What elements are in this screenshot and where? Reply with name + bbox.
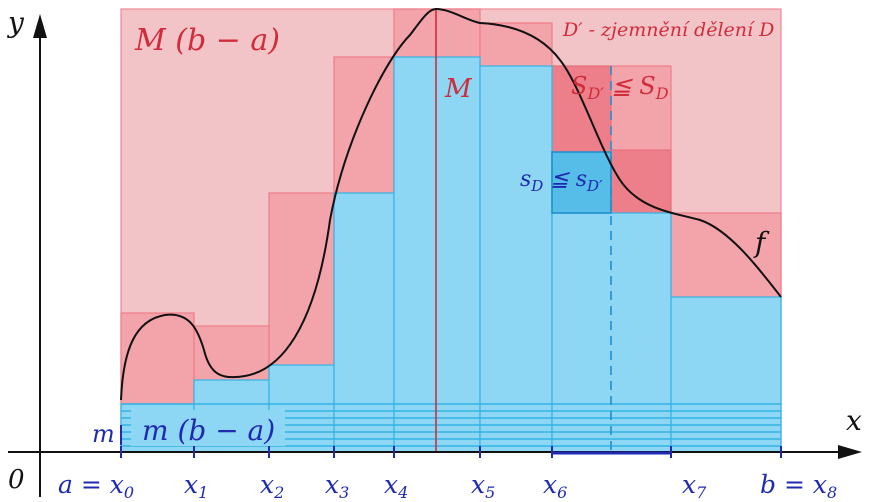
tick-label-x5: x5 bbox=[471, 470, 495, 502]
tick-label-x1: x1 bbox=[184, 470, 208, 502]
tick-label-x4: x4 bbox=[384, 470, 408, 502]
origin-label: 0 bbox=[8, 465, 25, 495]
tick-label-x2: x2 bbox=[260, 470, 284, 502]
upper-sum-inequality: SD′ ≦ SD bbox=[571, 72, 669, 103]
refined-upper-rectangles bbox=[551, 65, 672, 214]
tick-label-x8: b = x8 bbox=[760, 470, 837, 502]
tick-label-x7: x7 bbox=[682, 470, 707, 502]
min-label: m bbox=[92, 420, 115, 448]
tick-label-x6: x6 bbox=[543, 470, 567, 502]
lower-bound-label-box bbox=[131, 410, 285, 446]
function-curve bbox=[120, 7, 782, 401]
refinement-note: D′ - zjemnění dělení D bbox=[562, 19, 774, 41]
refined-upper-left bbox=[551, 65, 612, 153]
lower-rect-5 bbox=[393, 56, 481, 453]
y-axis-label: y bbox=[6, 6, 25, 39]
lower-area-label: m (b − a) bbox=[142, 414, 275, 447]
x-tick-marks bbox=[120, 446, 782, 458]
refined-lower-rectangle bbox=[551, 151, 612, 214]
lower-sum-inequality: sD ≦ sD′ bbox=[520, 167, 603, 195]
axes bbox=[8, 14, 862, 497]
tick-label-x0: a = x0 bbox=[58, 470, 134, 502]
x-tick-labels: a = x0 x1 x2 x3 x4 x5 x6 x7 b = x8 bbox=[58, 470, 837, 502]
tick-label-x3: x3 bbox=[325, 470, 349, 502]
lower-rect-4 bbox=[333, 192, 395, 453]
x-axis-label: x bbox=[846, 404, 862, 437]
upper-area-label: M (b − a) bbox=[134, 23, 280, 58]
lower-rect-6 bbox=[479, 65, 553, 453]
max-label: M bbox=[444, 74, 473, 104]
lower-rect-8 bbox=[670, 296, 782, 453]
